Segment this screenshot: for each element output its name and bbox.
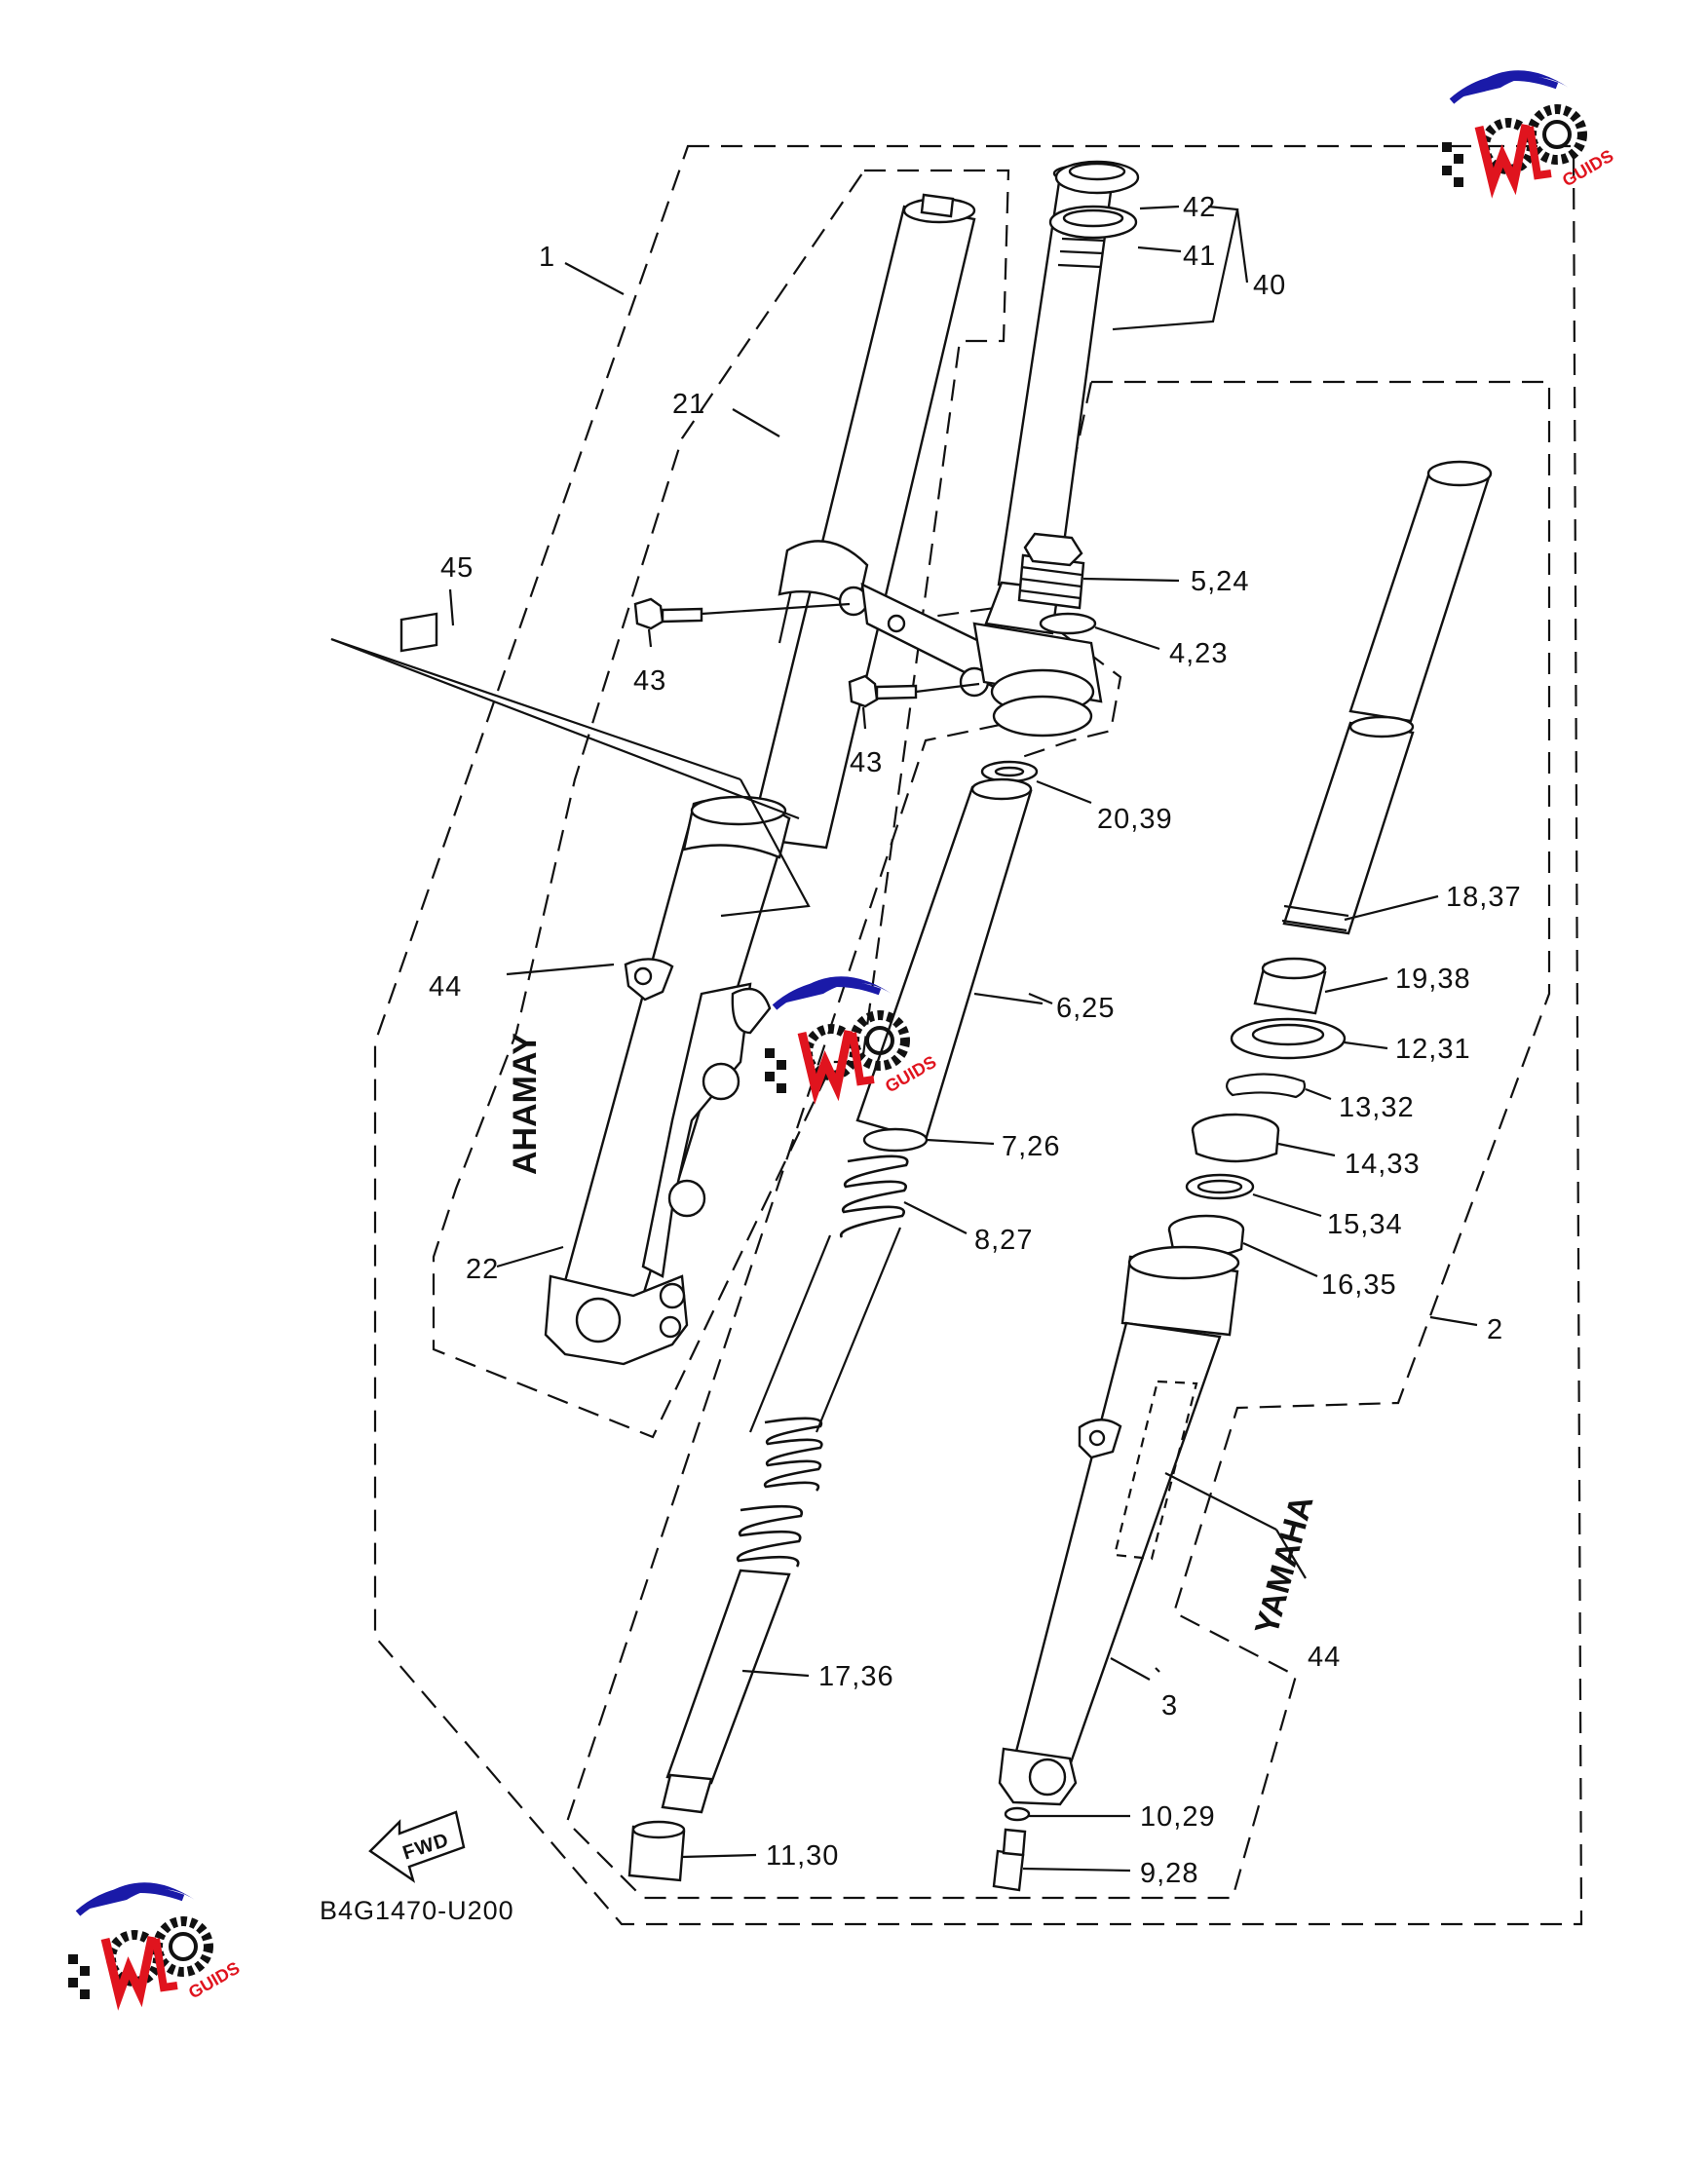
bearing-race-42 (1054, 160, 1140, 195)
label-44-right: 44 (1308, 1642, 1341, 1673)
washer-15 (1185, 1173, 1255, 1200)
left-inner-tube (748, 193, 976, 850)
label-4-23: 4,23 (1169, 638, 1228, 669)
right-steering-bolt (848, 674, 918, 708)
left-steering-bolt (633, 597, 703, 630)
label-43-right: 43 (850, 747, 883, 778)
fork-cap-bolt (1017, 532, 1085, 610)
label-6-25: 6,25 (1056, 993, 1115, 1024)
forward-arrow-icon: FWD (368, 1810, 466, 1883)
label-20-39: 20,39 (1097, 804, 1173, 835)
label-8-27: 8,27 (974, 1225, 1033, 1256)
label-41: 41 (1183, 241, 1216, 272)
label-7-26: 7,26 (1002, 1131, 1060, 1162)
retaining-clip-13 (1226, 1073, 1307, 1099)
o-ring-4 (1039, 612, 1097, 635)
bushing-19 (1253, 957, 1327, 1015)
label-44-left: 44 (429, 971, 462, 1003)
right-outer-tube (998, 1245, 1240, 1806)
steering-stem (972, 164, 1115, 738)
washer-20 (980, 760, 1039, 783)
fork-spring-8 (748, 1154, 909, 1433)
label-1: 1 (539, 242, 555, 273)
bushing-16 (1167, 1214, 1245, 1258)
washer-10 (1004, 1806, 1031, 1822)
decal-45 (399, 612, 438, 653)
spacer-pipe-6 (855, 777, 1033, 1142)
brand-decal-left: YAMAHA (507, 1033, 544, 1175)
seal-spacer-12 (1230, 1017, 1347, 1060)
label-9-28: 9,28 (1140, 1858, 1198, 1889)
group-outline-1 (373, 144, 1583, 1926)
moto-guids-logo-icon (1442, 70, 1616, 190)
label-45: 45 (440, 552, 474, 584)
label-43-left: 43 (633, 665, 666, 697)
left-outer-tube (544, 795, 791, 1366)
label-14-33: 14,33 (1345, 1149, 1421, 1180)
spring-seat-7 (862, 1127, 929, 1153)
bearing-41 (1048, 205, 1138, 240)
label-15-34: 15,34 (1327, 1209, 1403, 1240)
label-40: 40 (1253, 270, 1286, 301)
moto-guids-logo-icon (68, 1882, 243, 2002)
label-2: 2 (1487, 1314, 1503, 1345)
leader-lines (330, 205, 1478, 1873)
label-3: 3 (1161, 1690, 1178, 1722)
label-13-32: 13,32 (1339, 1092, 1415, 1123)
damper-rod-17 (661, 1417, 823, 1814)
label-11-30: 11,30 (766, 1840, 839, 1872)
label-21: 21 (672, 389, 705, 420)
oil-lock-piece-11 (627, 1820, 686, 1882)
oil-seal-14 (1191, 1113, 1280, 1163)
group-outline-2 (565, 380, 1551, 1900)
part-labels: 1 21 45 43 43 42 41 40 5,24 4,23 20,39 1… (429, 192, 1522, 1889)
label-22: 22 (466, 1254, 499, 1285)
drain-bolt-9 (992, 1828, 1027, 1892)
label-12-31: 12,31 (1395, 1034, 1471, 1065)
label-16-35: 16,35 (1321, 1269, 1397, 1301)
label-18-37: 18,37 (1446, 882, 1522, 913)
brand-decal-right: YAMAHA (1248, 1492, 1321, 1639)
left-cap-clip (624, 958, 674, 1002)
part-code: B4G1470-U200 (320, 1896, 514, 1925)
label-5-24: 5,24 (1191, 566, 1249, 597)
label-19-38: 19,38 (1395, 964, 1471, 995)
label-42: 42 (1183, 192, 1216, 223)
right-inner-tube (1281, 460, 1493, 935)
label-10-29: 10,29 (1140, 1801, 1216, 1833)
label-17-36: 17,36 (818, 1661, 894, 1692)
